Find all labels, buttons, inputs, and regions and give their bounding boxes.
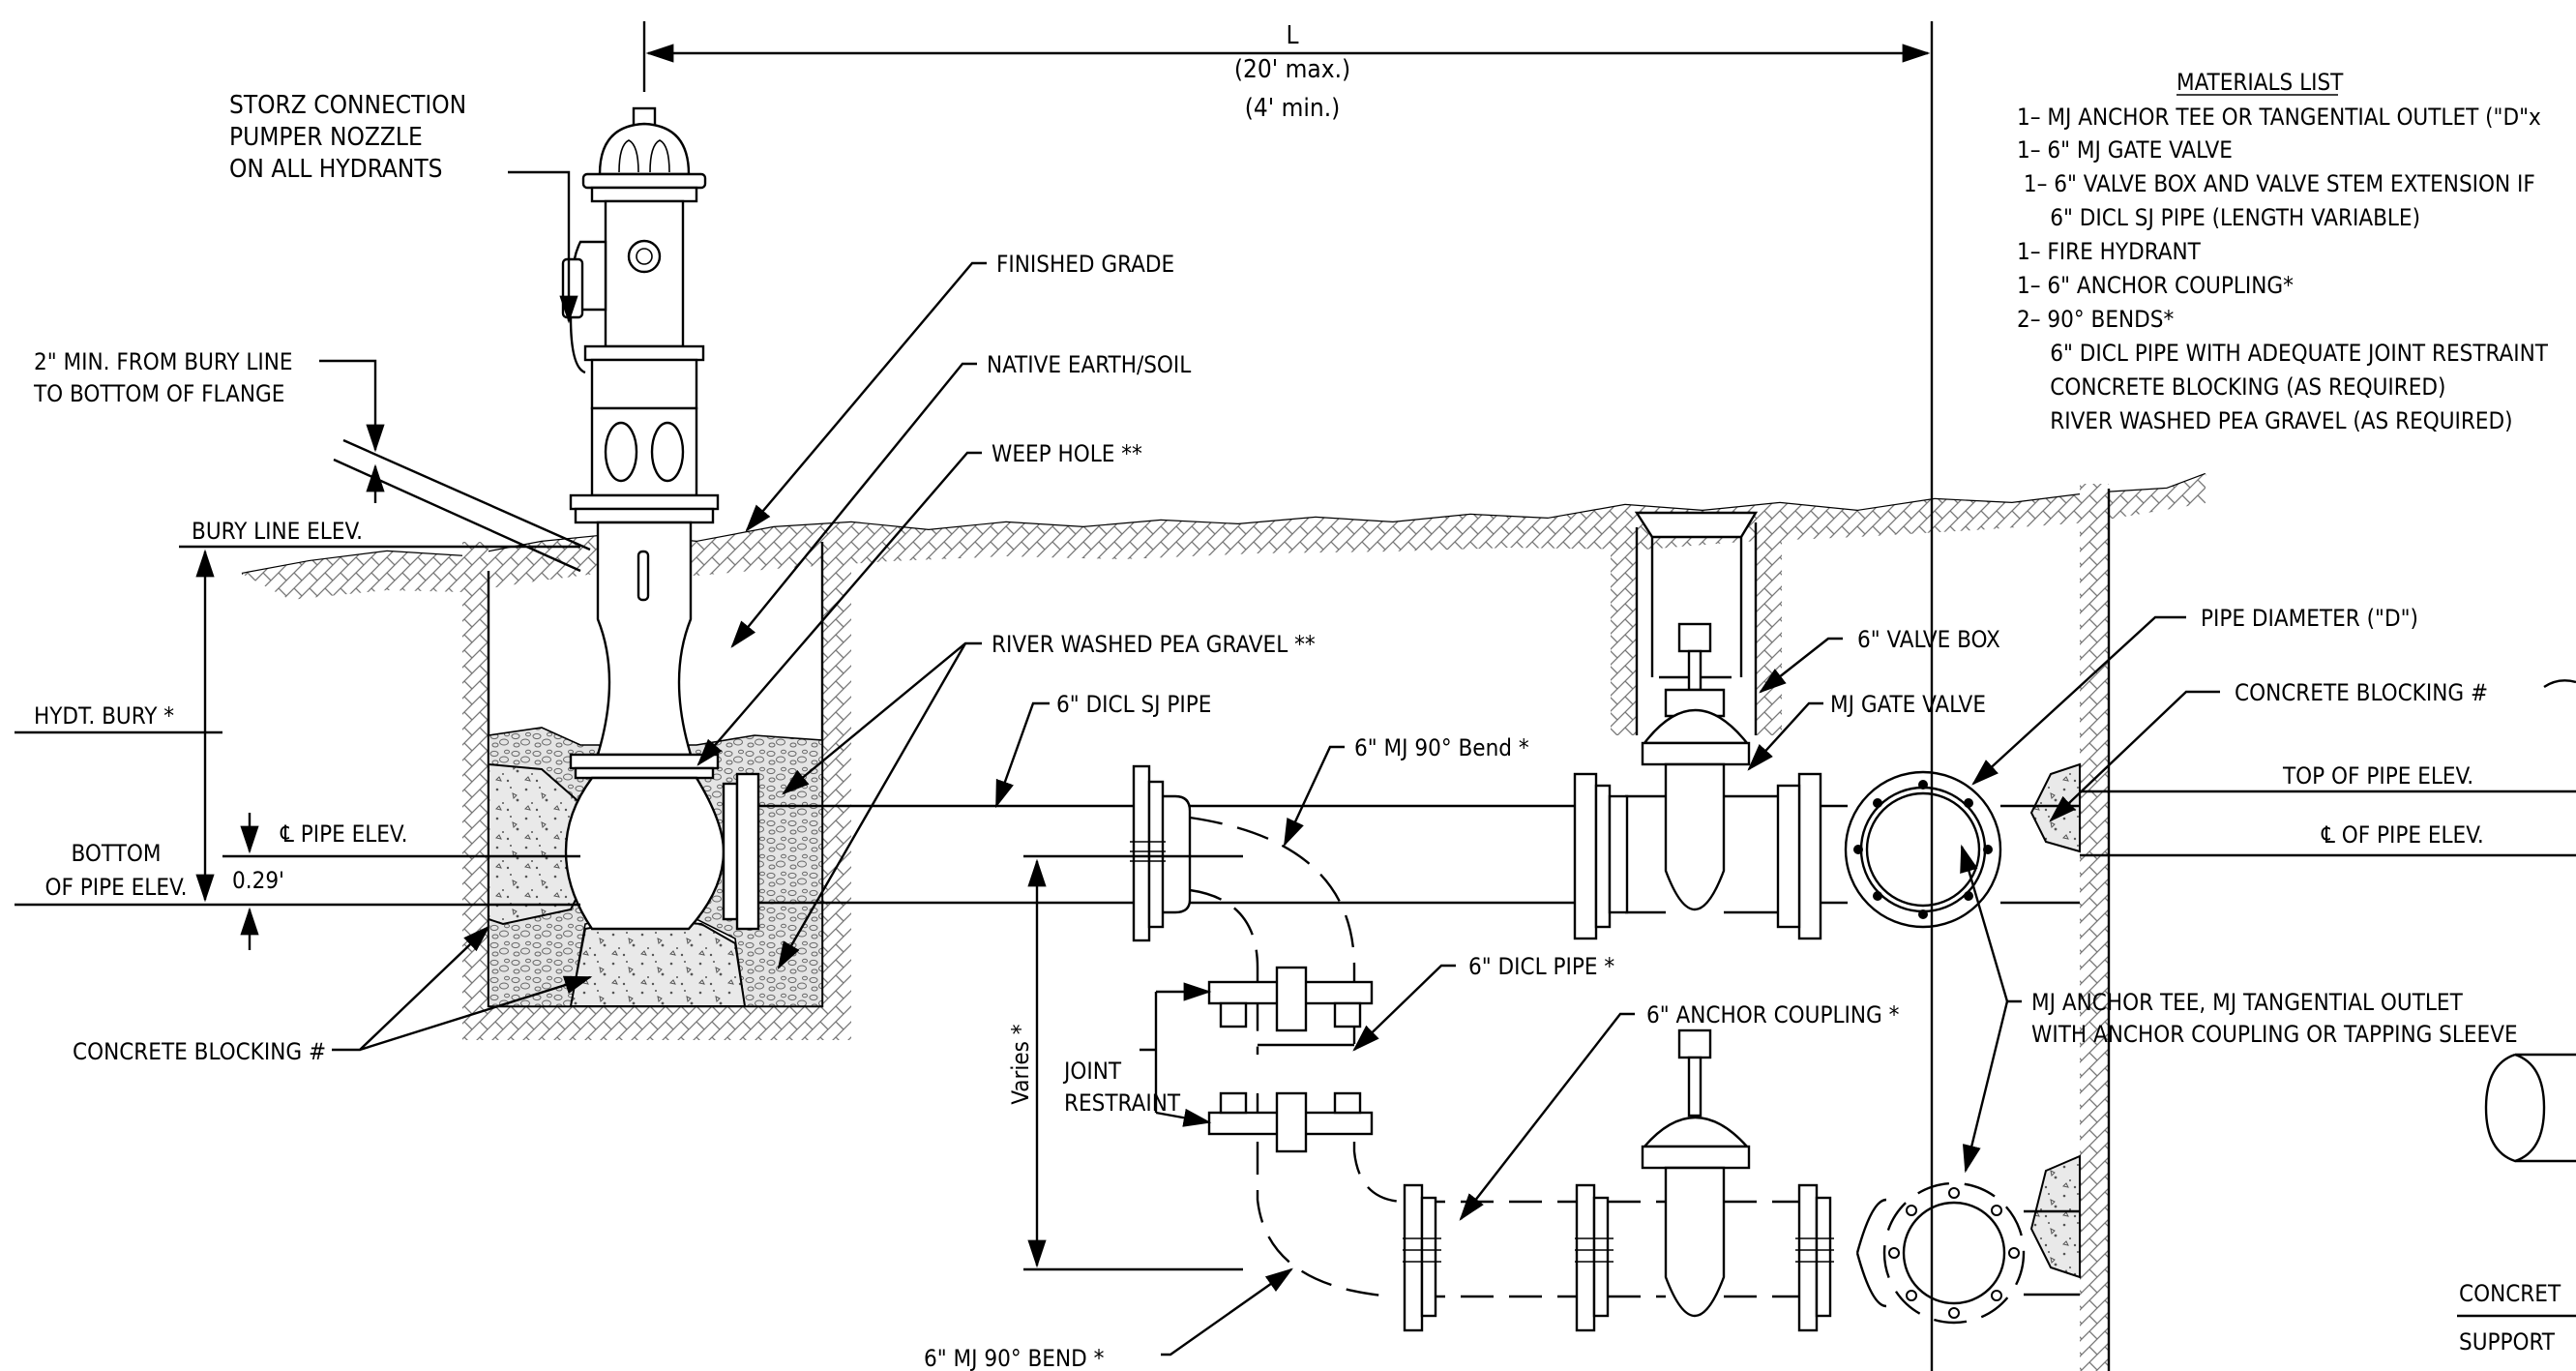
concrete-support-label-2: SUPPORT — [2459, 1328, 2556, 1356]
materials-item: 1– 6" VALVE BOX AND VALVE STEM EXTENSION… — [2017, 170, 2535, 197]
materials-item: 1– FIRE HYDRANT — [2017, 238, 2202, 265]
joint-restraints — [1207, 966, 1374, 1153]
joint-restraint-label-2: RESTRAINT — [1064, 1089, 1181, 1117]
mj-gate-valve-label: MJ GATE VALVE — [1830, 691, 1986, 718]
materials-item: RIVER WASHED PEA GRAVEL (AS REQUIRED) — [2017, 407, 2513, 434]
pipe-diameter-label: PIPE DIAMETER ("D") — [2201, 605, 2418, 632]
cl-pipe-label: ℄ PIPE ELEV. — [280, 820, 407, 848]
hydt-bury-label: HYDT. BURY * — [34, 702, 174, 730]
bottom-pipe-label-1: BOTTOM — [72, 840, 162, 867]
leader-lines — [332, 170, 2576, 1356]
bury-line-label: BURY LINE ELEV. — [192, 518, 363, 545]
materials-item: 1– 6" ANCHOR COUPLING* — [2017, 272, 2294, 299]
mj-90-bend-bottom-label: 6" MJ 90° BEND * — [924, 1345, 1105, 1371]
gate-valve-upper — [1573, 511, 1848, 940]
materials-title: MATERIALS LIST — [2176, 69, 2344, 96]
length-symbol: L — [1286, 21, 1298, 50]
materials-item: CONCRETE BLOCKING (AS REQUIRED) — [2017, 373, 2445, 401]
materials-item: 6" DICL SJ PIPE (LENGTH VARIABLE) — [2017, 204, 2420, 231]
concrete-blocking-right-label: CONCRETE BLOCKING # — [2235, 679, 2488, 706]
native-earth-label: NATIVE EARTH/SOIL — [987, 351, 1191, 378]
materials-item: 1– 6" MJ GATE VALVE — [2017, 136, 2233, 164]
materials-item: 2– 90° BENDS* — [2017, 306, 2174, 333]
dicl-sj-pipe-label: 6" DICL SJ PIPE — [1056, 691, 1211, 718]
materials-item: 1– MJ ANCHOR TEE OR TANGENTIAL OUTLET ("… — [2017, 104, 2541, 131]
bury-offset-value: 0.29' — [232, 867, 284, 894]
bury-min-label-1: 2" MIN. FROM BURY LINE — [34, 348, 293, 375]
materials-list: MATERIALS LIST 1– MJ ANCHOR TEE OR TANGE… — [2017, 69, 2549, 434]
dimension-lines — [15, 21, 2576, 1371]
joint-restraint-label-1: JOINT — [1062, 1058, 1122, 1085]
lateral-pipe — [758, 764, 1577, 1298]
concrete-support-label-1: CONCRET — [2459, 1280, 2561, 1307]
dicl-pipe-label: 6" DICL PIPE * — [1468, 953, 1614, 980]
annotation-text: L (20' max.) (4' min.) STORZ CONNECTION … — [33, 21, 2561, 1371]
storz-label-3: ON ALL HYDRANTS — [229, 155, 443, 184]
finished-grade-label: FINISHED GRADE — [996, 251, 1174, 278]
tee-label-1: MJ ANCHOR TEE, MJ TANGENTIAL OUTLET — [2031, 989, 2464, 1016]
weep-hole-label: WEEP HOLE ** — [992, 440, 1142, 467]
varies-label: Varies * — [1007, 1024, 1034, 1104]
bury-min-label-2: TO BOTTOM OF FLANGE — [33, 380, 284, 407]
storz-label-2: PUMPER NOZZLE — [229, 123, 423, 152]
materials-item: 6" DICL PIPE WITH ADEQUATE JOINT RESTRAI… — [2017, 340, 2549, 367]
valve-box-label: 6" VALVE BOX — [1857, 626, 2000, 653]
bottom-pipe-label-2: OF PIPE ELEV. — [45, 874, 188, 901]
mj-anchor-tee-upper — [1844, 770, 2080, 929]
length-max: (20' max.) — [1234, 55, 1350, 84]
storz-label-1: STORZ CONNECTION — [229, 91, 466, 120]
tee-label-2: WITH ANCHOR COUPLING OR TAPPING SLEEVE — [2031, 1021, 2518, 1048]
length-min: (4' min.) — [1245, 94, 1341, 123]
fire-hydrant — [333, 106, 760, 931]
top-pipe-elev-label: TOP OF PIPE ELEV. — [2282, 762, 2473, 790]
mj-90-bend-top-label: 6" MJ 90° Bend * — [1354, 734, 1529, 761]
anchor-coupling-label: 6" ANCHOR COUPLING * — [1646, 1001, 1900, 1028]
cl-of-pipe-label: ℄ OF PIPE ELEV. — [2321, 821, 2484, 849]
river-gravel-label: RIVER WASHED PEA GRAVEL ** — [992, 631, 1316, 658]
lower-pipe-assembly — [1403, 1028, 2080, 1332]
concrete-blocking-left-label: CONCRETE BLOCKING # — [73, 1038, 326, 1065]
pipe-section-stub — [2484, 679, 2576, 1163]
